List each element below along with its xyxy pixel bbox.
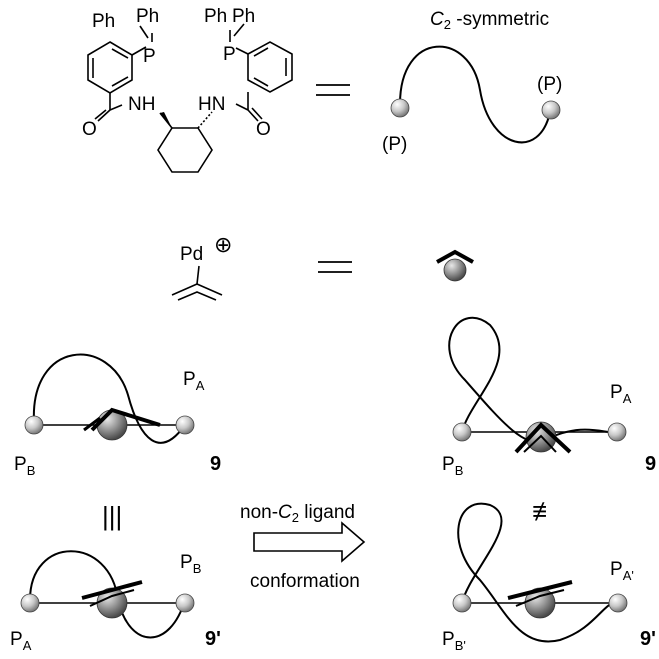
pb-label-9-right: PB: [442, 454, 463, 478]
hn-right: HN: [198, 94, 225, 115]
o-left: O: [82, 119, 97, 140]
p-paren-left: (P): [382, 134, 407, 155]
pd-ball-middle: [443, 258, 467, 282]
arrow-label-bottom: conformation: [250, 571, 360, 592]
c2-wave: [399, 45, 551, 144]
equals-top: [316, 84, 350, 96]
p-ball-left: [390, 98, 410, 118]
pb-label-9: PB: [14, 454, 35, 478]
p-left: P: [143, 46, 156, 67]
ph-right-2: Ph: [232, 6, 255, 27]
ligand-structure: [87, 23, 293, 173]
nh-left: NH: [128, 94, 155, 115]
compound-9-left: 9: [210, 453, 221, 475]
p-ball-right: [541, 100, 561, 120]
pb-label-9prime: PB: [180, 552, 201, 576]
allyl-lower: [177, 291, 217, 301]
pa-label-9: PA: [183, 369, 205, 393]
pa-label-9-right: PA: [610, 382, 632, 406]
compound-9-right: 9: [645, 453, 656, 475]
pb-label-9prime-right: PB': [442, 629, 466, 653]
complex-9prime-left: [20, 550, 195, 639]
compound-9prime-right: 9': [640, 628, 656, 650]
p-right: P: [223, 44, 236, 65]
complex-9-right: [448, 316, 627, 454]
equals-middle: [318, 261, 352, 273]
allyl-wing-middle: [436, 249, 474, 264]
c2-symmetric-label: C2 -symmetric: [430, 9, 549, 32]
o-right: O: [256, 119, 271, 140]
complex-9-left: [24, 353, 195, 444]
wedge-bond: [160, 112, 172, 128]
arrow-label-top: non-C2 ligand: [240, 502, 355, 525]
ph-left-2: Ph: [136, 6, 159, 27]
equiv-symbol: |||: [102, 501, 122, 531]
pa-label-9prime: PA: [10, 629, 32, 653]
pd-label: Pd: [180, 244, 203, 265]
not-equiv-symbol: ≢: [532, 496, 558, 526]
ph-right-1: Ph: [204, 6, 227, 27]
pd-bond: [196, 265, 200, 285]
pd-charge: ⊕: [214, 232, 232, 257]
allyl-upper: [171, 283, 223, 296]
reaction-arrow: [253, 521, 366, 563]
ph-left-1: Ph: [92, 11, 115, 32]
p-paren-right: (P): [537, 74, 562, 95]
complex-9prime-right: [452, 502, 628, 643]
pa-label-9prime-right: PA': [610, 559, 634, 583]
compound-9prime-left: 9': [205, 628, 221, 650]
